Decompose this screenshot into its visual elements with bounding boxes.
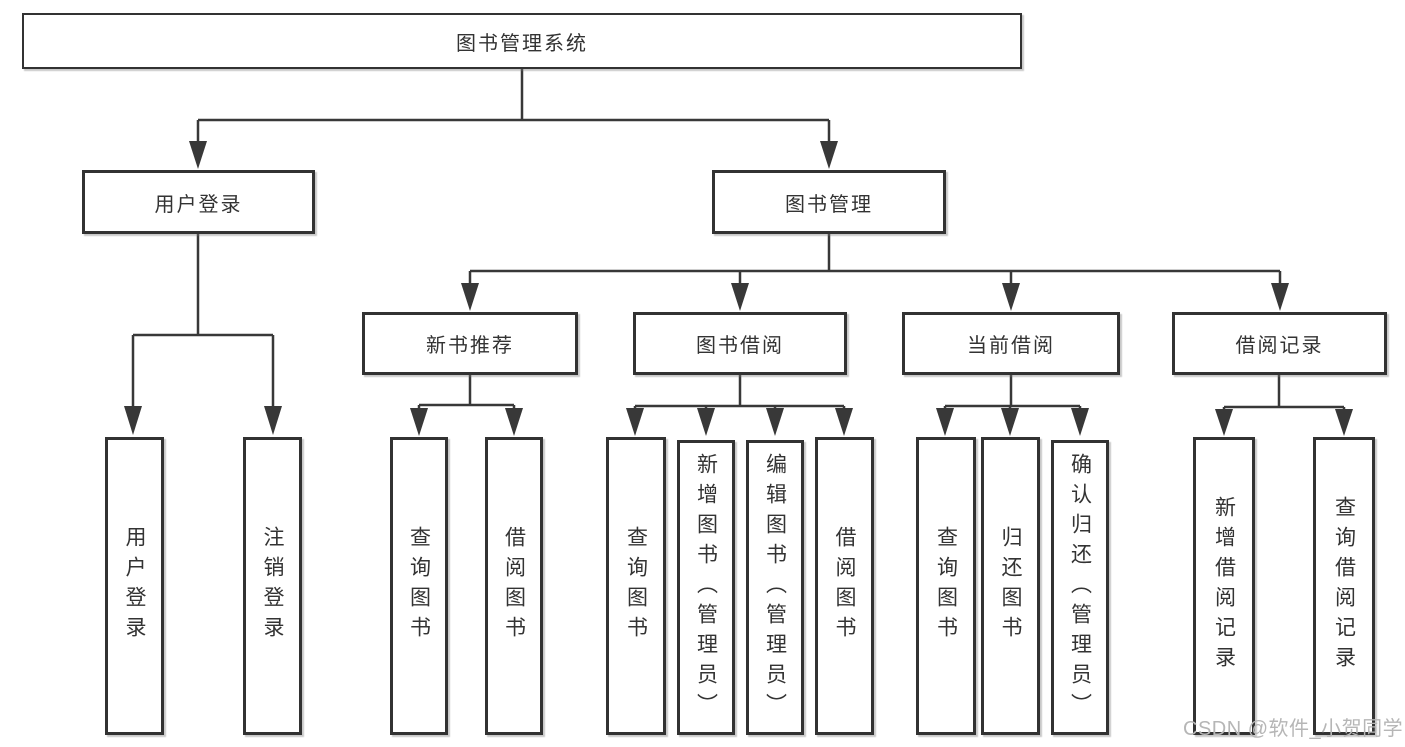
node-book-borrow-label: 图书借阅 [696, 335, 784, 357]
node-new-book-recommend-label: 新书推荐 [426, 335, 514, 357]
leaf-borrow-books-2-label: 借阅图书 [833, 526, 856, 646]
node-book-mgmt-label: 图书管理 [785, 193, 873, 216]
leaf-add-borrow-record: 新增借阅记录 [1193, 437, 1255, 735]
node-user-login-label: 用户登录 [154, 193, 243, 216]
leaf-return-book-label: 归还图书 [999, 526, 1022, 646]
connector-user-login-children [124, 234, 282, 435]
node-root-label: 图书管理系统 [456, 32, 588, 55]
node-current-borrow: 当前借阅 [902, 312, 1120, 375]
leaf-borrow-books-2: 借阅图书 [815, 437, 874, 735]
leaf-logout-label: 注销登录 [261, 526, 284, 646]
leaf-logout: 注销登录 [243, 437, 302, 735]
leaf-edit-book-admin-label: 编辑图书（管理员） [763, 452, 787, 723]
connector-root-level2 [189, 69, 838, 169]
node-new-book-recommend: 新书推荐 [362, 312, 578, 375]
connector-current-borrow-children [936, 375, 1089, 436]
leaf-query-books-2-label: 查询图书 [624, 526, 648, 646]
leaf-query-borrow-record: 查询借阅记录 [1313, 437, 1375, 735]
leaf-borrow-books-1: 借阅图书 [485, 437, 543, 735]
leaf-borrow-books-1-label: 借阅图书 [502, 526, 526, 646]
leaf-query-books-1: 查询图书 [390, 437, 448, 735]
node-book-borrow: 图书借阅 [633, 312, 847, 375]
watermark: CSDN @软件_小贺同学 [1183, 718, 1404, 740]
connector-borrow-record-children [1215, 375, 1353, 436]
leaf-user-login-label: 用户登录 [123, 526, 146, 646]
node-current-borrow-label: 当前借阅 [967, 335, 1055, 357]
leaf-add-book-admin-label: 新增图书（管理员） [694, 452, 718, 723]
leaf-add-borrow-record-label: 新增借阅记录 [1212, 496, 1236, 676]
leaf-query-books-3: 查询图书 [916, 437, 976, 735]
connector-new-book-children [410, 375, 523, 436]
leaf-query-borrow-record-label: 查询借阅记录 [1332, 496, 1356, 676]
leaf-edit-book-admin: 编辑图书（管理员） [746, 440, 804, 735]
leaf-return-book: 归还图书 [981, 437, 1040, 735]
leaf-query-books-1-label: 查询图书 [407, 526, 431, 646]
leaf-confirm-return-admin: 确认归还（管理员） [1051, 440, 1109, 735]
leaf-confirm-return-admin-label: 确认归还（管理员） [1068, 452, 1092, 723]
node-book-mgmt: 图书管理 [712, 170, 946, 234]
node-borrow-record: 借阅记录 [1172, 312, 1387, 375]
node-borrow-record-label: 借阅记录 [1235, 335, 1324, 357]
leaf-user-login: 用户登录 [105, 437, 164, 735]
node-root: 图书管理系统 [22, 13, 1022, 69]
node-user-login: 用户登录 [82, 170, 315, 234]
leaf-query-books-2: 查询图书 [606, 437, 666, 735]
connector-book-borrow-children [626, 375, 853, 436]
leaf-query-books-3-label: 查询图书 [934, 526, 958, 646]
connector-book-mgmt-level3 [461, 234, 1289, 311]
leaf-add-book-admin: 新增图书（管理员） [677, 440, 735, 735]
